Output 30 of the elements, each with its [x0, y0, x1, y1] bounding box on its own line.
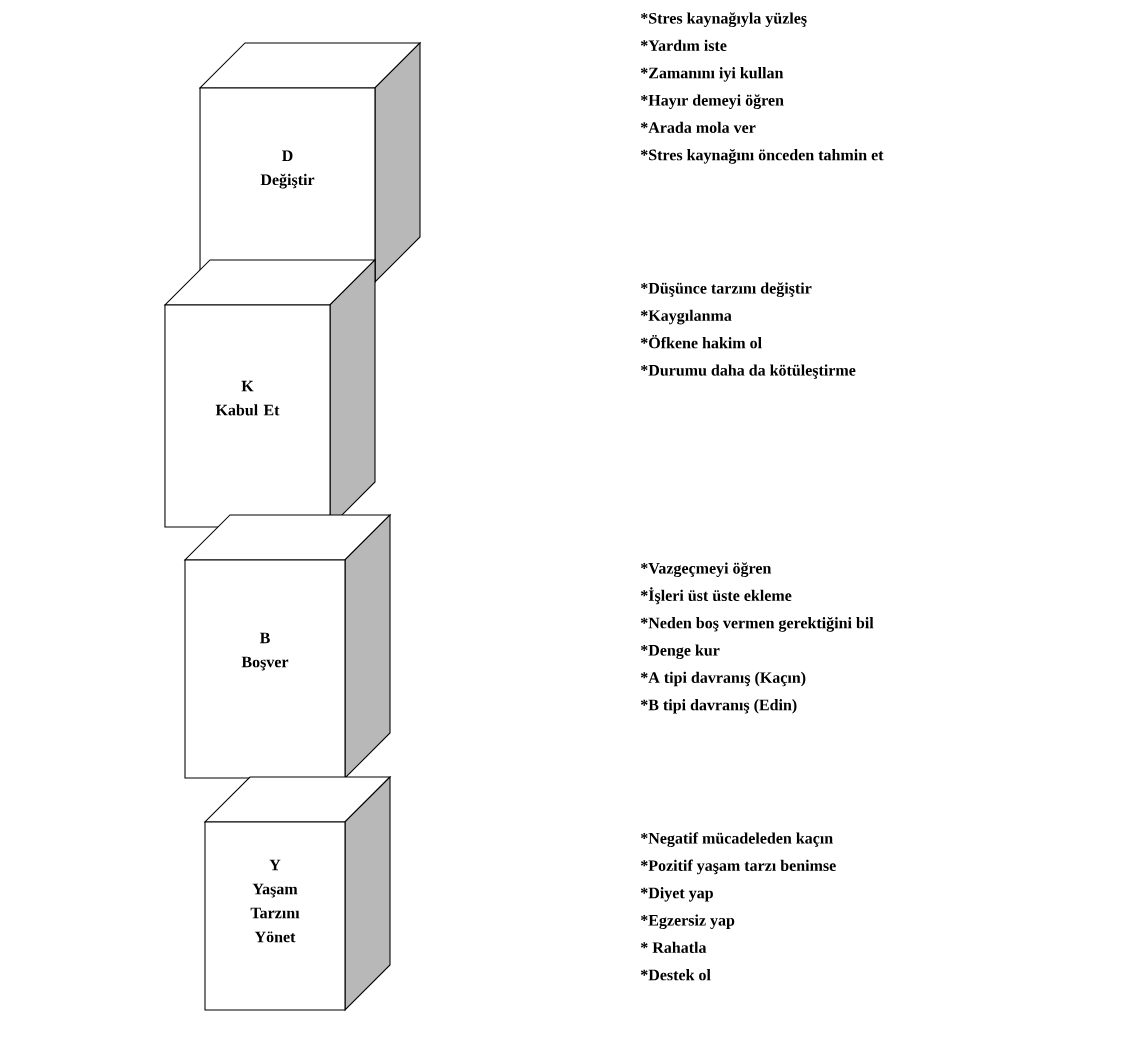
node-label: *A tipi davranış (Kaçın) — [640, 671, 806, 687]
node-label: *Öfkene hakim ol — [640, 334, 762, 349]
cube-label: D Değiştir — [260, 150, 315, 189]
bullet-list: *Vazgeçmeyi öğren *İşleri üst üste ekleme *Neden boş vermen gerektiğini bil *Denge kur *A tipi davranış (Kaçın) *B tipi davranış (Edin) — [640, 562, 874, 714]
cube-label: B Boşver — [241, 632, 289, 671]
node-label: *Vazgeçmeyi öğren — [640, 562, 772, 578]
node-label: *Yardım iste — [640, 39, 727, 52]
bullet-list: *Negatif mücadeleden kaçın *Pozitif yaşam tarzı benimse *Diyet yap *Egzersiz yap * Rahatla *Destek ol — [640, 832, 836, 981]
node-label: *Pozitif yaşam tarzı benimse — [640, 859, 836, 875]
bullet-list: *Stres kaynağıyla yüzleş *Yardım iste *Zamanını iyi kullan *Hayır demeyi öğren *Arada mola ver *Stres kaynağını önceden tahmin et — [640, 12, 884, 164]
cube-label: K Kabul Et — [215, 380, 280, 416]
node-label: *Denge kur — [640, 644, 720, 660]
cube-label: Y Yaşam Tarzını Yönet — [250, 859, 300, 943]
node-label: *Arada mola ver — [640, 121, 756, 134]
node-label: *İşleri üst üste ekleme — [640, 587, 792, 605]
node-label: *Egzersiz yap — [640, 914, 735, 930]
node-label: *Neden boş vermen gerektiğini bil — [640, 616, 874, 632]
node-label: *Diyet yap — [640, 887, 713, 902]
bullet-list: *Düşünce tarzını değiştir *Kaygılanma *Öfkene hakim ol *Durumu daha da kötüleştirme — [640, 282, 856, 379]
node-label: *Düşünce tarzını değiştir — [640, 282, 812, 298]
node-label: * Rahatla — [640, 941, 707, 954]
node-label: *Stres kaynağıyla yüzleş — [640, 12, 807, 28]
node-label: *Kaygılanma — [640, 309, 732, 325]
node-label: *Destek ol — [640, 969, 711, 981]
node-label: *Hayır demeyi öğren — [640, 94, 784, 110]
node-label: *B tipi davranış (Edin) — [640, 699, 797, 714]
node-label: *Stres kaynağını önceden tahmin et — [640, 148, 884, 164]
node-label: *Zamanını iyi kullan — [640, 67, 784, 82]
node-label: *Negatif mücadeleden kaçın — [640, 832, 833, 848]
node-label: *Durumu daha da kötüleştirme — [640, 364, 856, 379]
